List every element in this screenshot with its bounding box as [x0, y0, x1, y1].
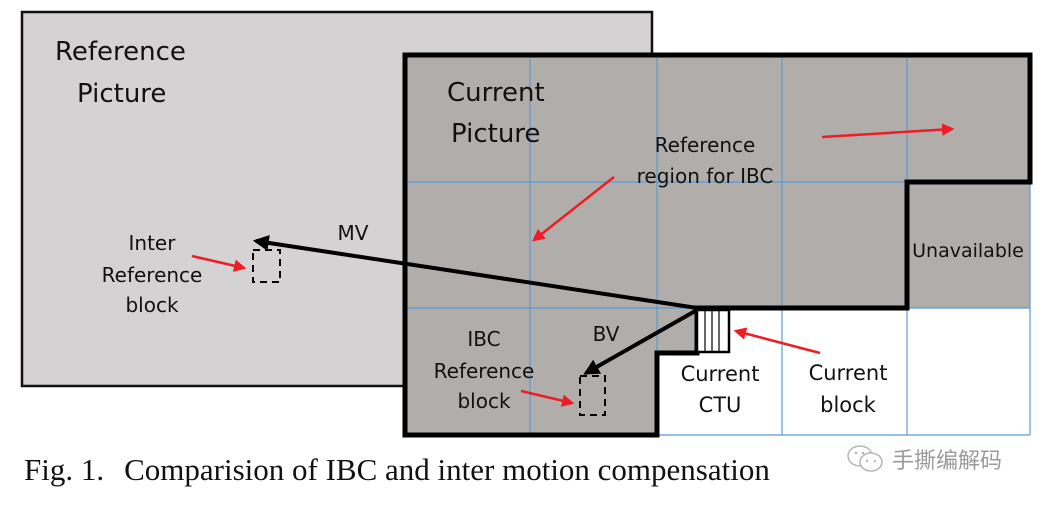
ibc-reference-block-label-line2: Reference: [434, 359, 535, 383]
inter-reference-block-label-line2: Reference: [102, 263, 203, 287]
unavailable-label: Unavailable: [912, 240, 1024, 262]
reference-region-label-line2: region for IBC: [637, 164, 774, 188]
ibc-reference-block-label-line3: block: [457, 389, 510, 413]
mv-label: MV: [338, 221, 369, 245]
bv-arrow: [583, 308, 698, 375]
watermark: 手撕编解码: [846, 443, 1002, 475]
reference-picture-label-line1: Reference: [55, 37, 186, 67]
current-block-label-line2: block: [820, 393, 877, 417]
current-block-label-line1: Current: [809, 361, 888, 385]
ibc-reference-pointer-arrow: [520, 389, 575, 407]
reference-region-label-line1: Reference: [655, 133, 756, 157]
current-block-pointer-arrow: [733, 327, 821, 355]
figure-caption: Fig. 1. Comparision of IBC and inter moti…: [24, 452, 770, 488]
current-ctu-label-line1: Current: [681, 362, 760, 386]
watermark-text: 手撕编解码: [892, 449, 1003, 474]
mv-arrow: [252, 235, 698, 310]
inter-reference-pointer-arrow: [191, 254, 247, 272]
inter-reference-block-label-line3: block: [125, 293, 178, 317]
unavailable-region: [907, 182, 1030, 308]
reference-region-pointer-arrow-left: [532, 176, 615, 242]
current-block: [695, 308, 731, 354]
inter-reference-block-label-line1: Inter: [129, 231, 177, 255]
figure-caption-text: Comparision of IBC and inter motion comp…: [124, 452, 770, 487]
current-picture-label-line2: Picture: [451, 119, 540, 149]
ibc-reference-block-label-line1: IBC: [467, 327, 500, 351]
reference-region-pointer-arrow-right: [821, 123, 955, 139]
reference-picture-label-line2: Picture: [77, 79, 166, 109]
bv-label: BV: [593, 322, 620, 346]
figure-number: Fig. 1.: [24, 452, 105, 487]
wechat-icon: [847, 445, 883, 472]
ibc-reference-block: [579, 375, 606, 416]
current-picture-label-line1: Current: [447, 78, 545, 108]
current-ctu-label-line2: CTU: [699, 393, 742, 417]
reference-region-for-ibc: [405, 55, 1030, 435]
